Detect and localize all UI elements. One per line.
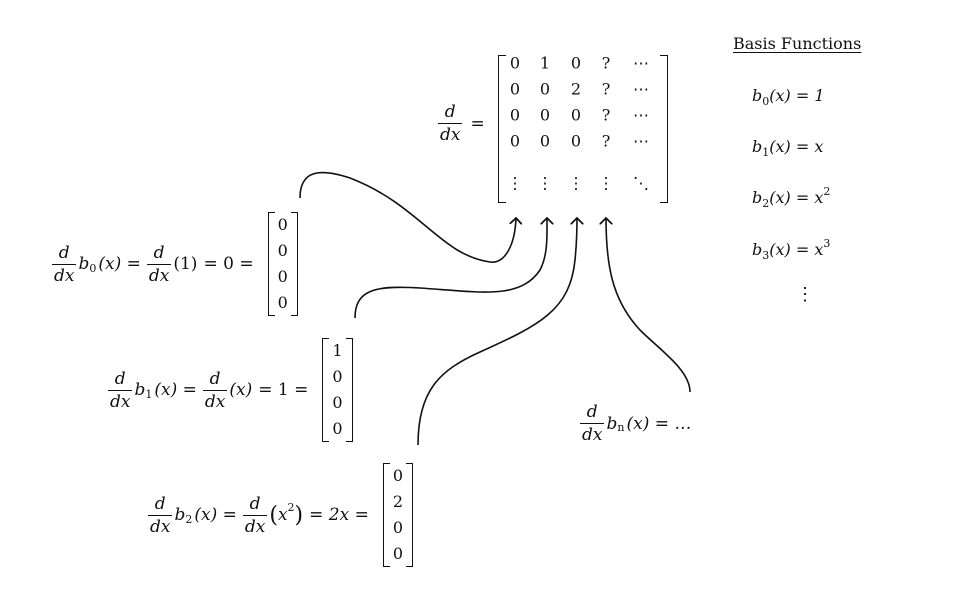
arrow-column-2 — [417, 218, 577, 446]
matrix-cell: 0 — [509, 105, 521, 125]
matrix-cell: 0 — [570, 131, 582, 151]
matrix-cell: ? — [601, 79, 611, 99]
matrix-cell: ? — [601, 53, 611, 73]
matrix-cell: ⋯ — [633, 53, 649, 73]
matrix-cell: ⋯ — [633, 105, 649, 125]
vector-b2: 0 2 0 0 — [382, 463, 414, 567]
arrow-column-1 — [354, 218, 547, 319]
arrow-column-3 — [606, 218, 691, 393]
matrix-cell: 0 — [539, 131, 551, 151]
matrix-cell: 0 — [509, 131, 521, 151]
matrix-cell: 0 — [509, 79, 521, 99]
matrix-cell: 0 — [539, 105, 551, 125]
matrix-cell: ⋯ — [633, 131, 649, 151]
basis-item-2: b2(x) = x2 — [752, 185, 831, 210]
matrix-cell: ⋱ — [633, 173, 649, 193]
basis-item-3: b3(x) = x3 — [752, 237, 831, 262]
matrix-cell: ? — [601, 131, 611, 151]
matrix-cell: ⋮ — [598, 173, 614, 193]
basis-more-ellipsis: ⋮ — [796, 284, 814, 305]
matrix-cell: 0 — [570, 105, 582, 125]
matrix-cell: ⋮ — [537, 173, 553, 193]
operator-label: d dx = — [438, 102, 485, 145]
matrix-cell: 0 — [570, 53, 582, 73]
matrix-cell: 0 — [509, 53, 521, 73]
basis-item-0: b0(x) = 1 — [752, 86, 825, 108]
matrix-cell: 0 — [539, 79, 551, 99]
operator-fraction: d dx — [438, 102, 463, 145]
matrix-cell: ? — [601, 105, 611, 125]
vector-b1: 1 0 0 0 — [322, 338, 353, 442]
basis-functions-title: Basis Functions — [733, 34, 862, 53]
matrix-cell: 2 — [570, 79, 582, 99]
arrow-column-0 — [299, 171, 516, 263]
matrix-cell: ⋮ — [568, 173, 584, 193]
matrix-cell: 1 — [539, 53, 551, 73]
matrix-cell: ⋮ — [507, 173, 523, 193]
matrix-cell: ⋯ — [633, 79, 649, 99]
vector-b0: 0 0 0 0 — [267, 212, 298, 316]
basis-item-1: b1(x) = x — [752, 137, 824, 159]
